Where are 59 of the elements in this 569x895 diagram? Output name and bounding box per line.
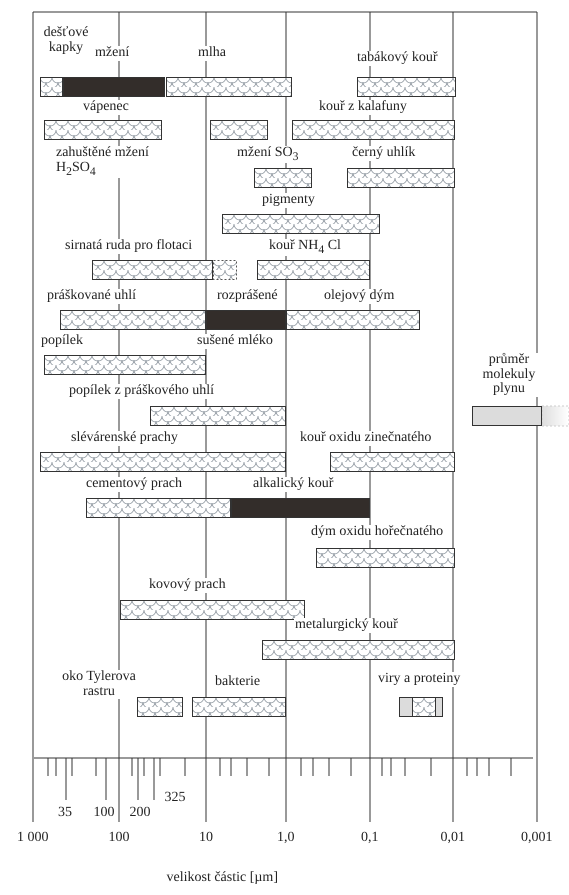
hatched-range-bar — [150, 406, 286, 426]
hatched-range-bar — [166, 77, 292, 97]
shaded-range-bar — [399, 697, 443, 717]
range-label: kouř z kalafuny — [318, 100, 408, 115]
hatched-range-bar — [60, 310, 206, 330]
hatched-range-bar — [86, 498, 231, 518]
hatched-range-bar — [44, 120, 162, 140]
hatched-range-bar — [44, 355, 206, 375]
tick-label: 0,1 — [360, 831, 380, 846]
range-label: slévárenské prachy — [70, 431, 179, 446]
hatched-range-bar — [357, 77, 456, 97]
note-label: sušené mléko — [196, 334, 274, 349]
range-label: tabákový kouř — [356, 51, 438, 66]
range-label: kovový prach — [148, 578, 227, 593]
range-label: kouř oxidu zinečnatého — [299, 431, 432, 446]
shaded-range-bar — [472, 406, 542, 426]
solid-range-bar — [231, 498, 370, 518]
range-label: metalurgický kouř — [294, 618, 399, 633]
tick-label: 0,001 — [520, 831, 554, 846]
solid-range-bar — [63, 77, 165, 97]
range-label: sirnatá ruda pro flotaci — [64, 239, 194, 254]
hatched-range-bar — [210, 120, 268, 140]
range-label: práškované uhlí — [46, 289, 138, 304]
range-label: mlha — [197, 46, 227, 61]
range-label: vápenec — [82, 100, 130, 115]
solid-range-bar — [206, 310, 286, 330]
tick-label: 1,0 — [276, 831, 296, 846]
tick-label: 0,01 — [440, 831, 466, 846]
range-label: rozprášené — [216, 289, 279, 304]
hatched-range-bar — [257, 260, 370, 280]
range-label: černý uhlík — [351, 146, 416, 161]
range-label: mžení SO$_{3}$ — [236, 146, 300, 164]
hatched-range-bar — [40, 452, 286, 472]
hatched-range-bar — [222, 214, 380, 234]
hatched-range-bar — [40, 77, 63, 97]
hatched-range-bar — [262, 640, 455, 660]
range-label: popílek z práškového uhlí — [68, 384, 216, 399]
range-label: mžení — [94, 46, 130, 61]
hatched-range-bar — [292, 120, 455, 140]
axis-title: velikost částic [µm] — [166, 871, 279, 886]
hatched-range-bar — [412, 697, 436, 717]
hatched-range-bar — [137, 697, 183, 717]
hatched-range-bar — [254, 168, 312, 188]
hatched-range-bar — [316, 548, 455, 568]
range-label: olejový dým — [323, 289, 396, 304]
range-label: viry a proteiny — [377, 672, 462, 687]
hatched-range-bar — [286, 310, 420, 330]
hatched-range-bar — [347, 168, 455, 188]
range-label: popílek — [40, 334, 84, 349]
range-label: alkalický kouř — [252, 477, 334, 492]
hatched-range-bar — [120, 600, 305, 620]
range-label: dým oxidu hořečnatého — [310, 525, 444, 540]
range-label: kouř NH$_{4}$ Cl — [268, 239, 342, 256]
hatched-range-bar — [330, 452, 455, 472]
hatched-range-bar — [92, 260, 213, 280]
hatched-range-bar — [192, 697, 286, 717]
range-label: pigmenty — [261, 193, 316, 208]
range-label: cementový prach — [85, 477, 184, 492]
dashed-range-bar — [213, 260, 237, 280]
